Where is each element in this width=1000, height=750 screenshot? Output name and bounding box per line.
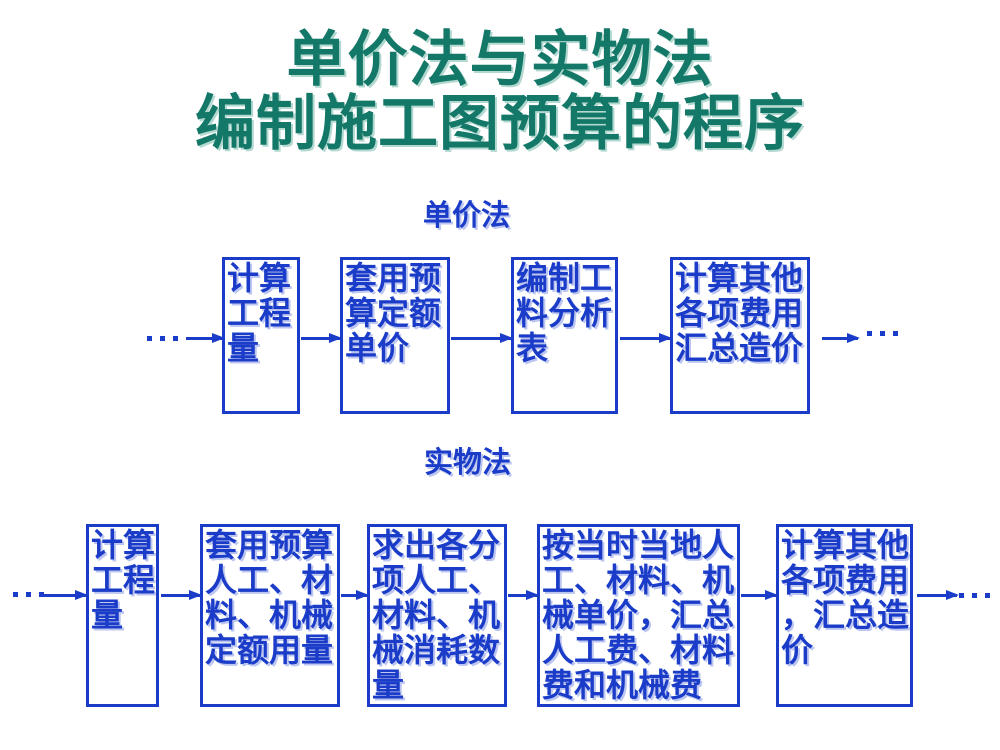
flow-box-local-prices-summary: 按当时当地人 工、材料、机 械单价，汇总 人工费、材料 费和机械费: [537, 524, 740, 707]
section-unit-price-label: 单价法: [423, 200, 511, 232]
flow-arrow-icon: [341, 590, 369, 600]
ellipsis-icon: [13, 592, 44, 597]
flow-arrow-icon: [186, 333, 225, 343]
flow-box-other-fees-total-cost: 计算其他 各项费用 汇总造价: [670, 257, 810, 414]
flow-box-calc-quantity: 计算 工程 量: [86, 524, 159, 707]
ellipsis-icon: [959, 593, 990, 598]
ellipsis-icon: [867, 331, 898, 336]
flow-box-calc-quantity: 计算 工程 量: [222, 257, 300, 414]
flow-box-labor-material-table: 编制工 料分析 表: [511, 257, 618, 414]
flow-arrow-icon: [161, 590, 202, 600]
flow-box-apply-quota-unit-price: 套用预 算定额 单价: [340, 257, 450, 414]
flow-arrow-icon: [508, 590, 539, 600]
flow-arrow-icon: [822, 333, 860, 343]
section-physical-method-label: 实物法: [424, 447, 512, 479]
flow-arrow-icon: [451, 333, 513, 343]
flow-box-apply-quota-usage: 套用预算 人工、材 料、机械 定额用量: [200, 524, 340, 707]
flow-arrow-icon: [301, 333, 342, 343]
flow-arrow-icon: [917, 590, 959, 600]
flow-box-consumption-quantities: 求出各分 项人工、 材料、机 械消耗数 量: [367, 524, 507, 707]
flow-box-other-fees-total-cost: 计算其他 各项费用 ，汇总造 价: [776, 524, 913, 707]
slide-title: 单价法与实物法 编制施工图预算的程序: [195, 26, 805, 157]
ellipsis-icon: [147, 336, 178, 341]
flow-arrow-icon: [620, 333, 672, 343]
flow-arrow-icon: [741, 590, 778, 600]
flow-arrow-icon: [44, 590, 88, 600]
